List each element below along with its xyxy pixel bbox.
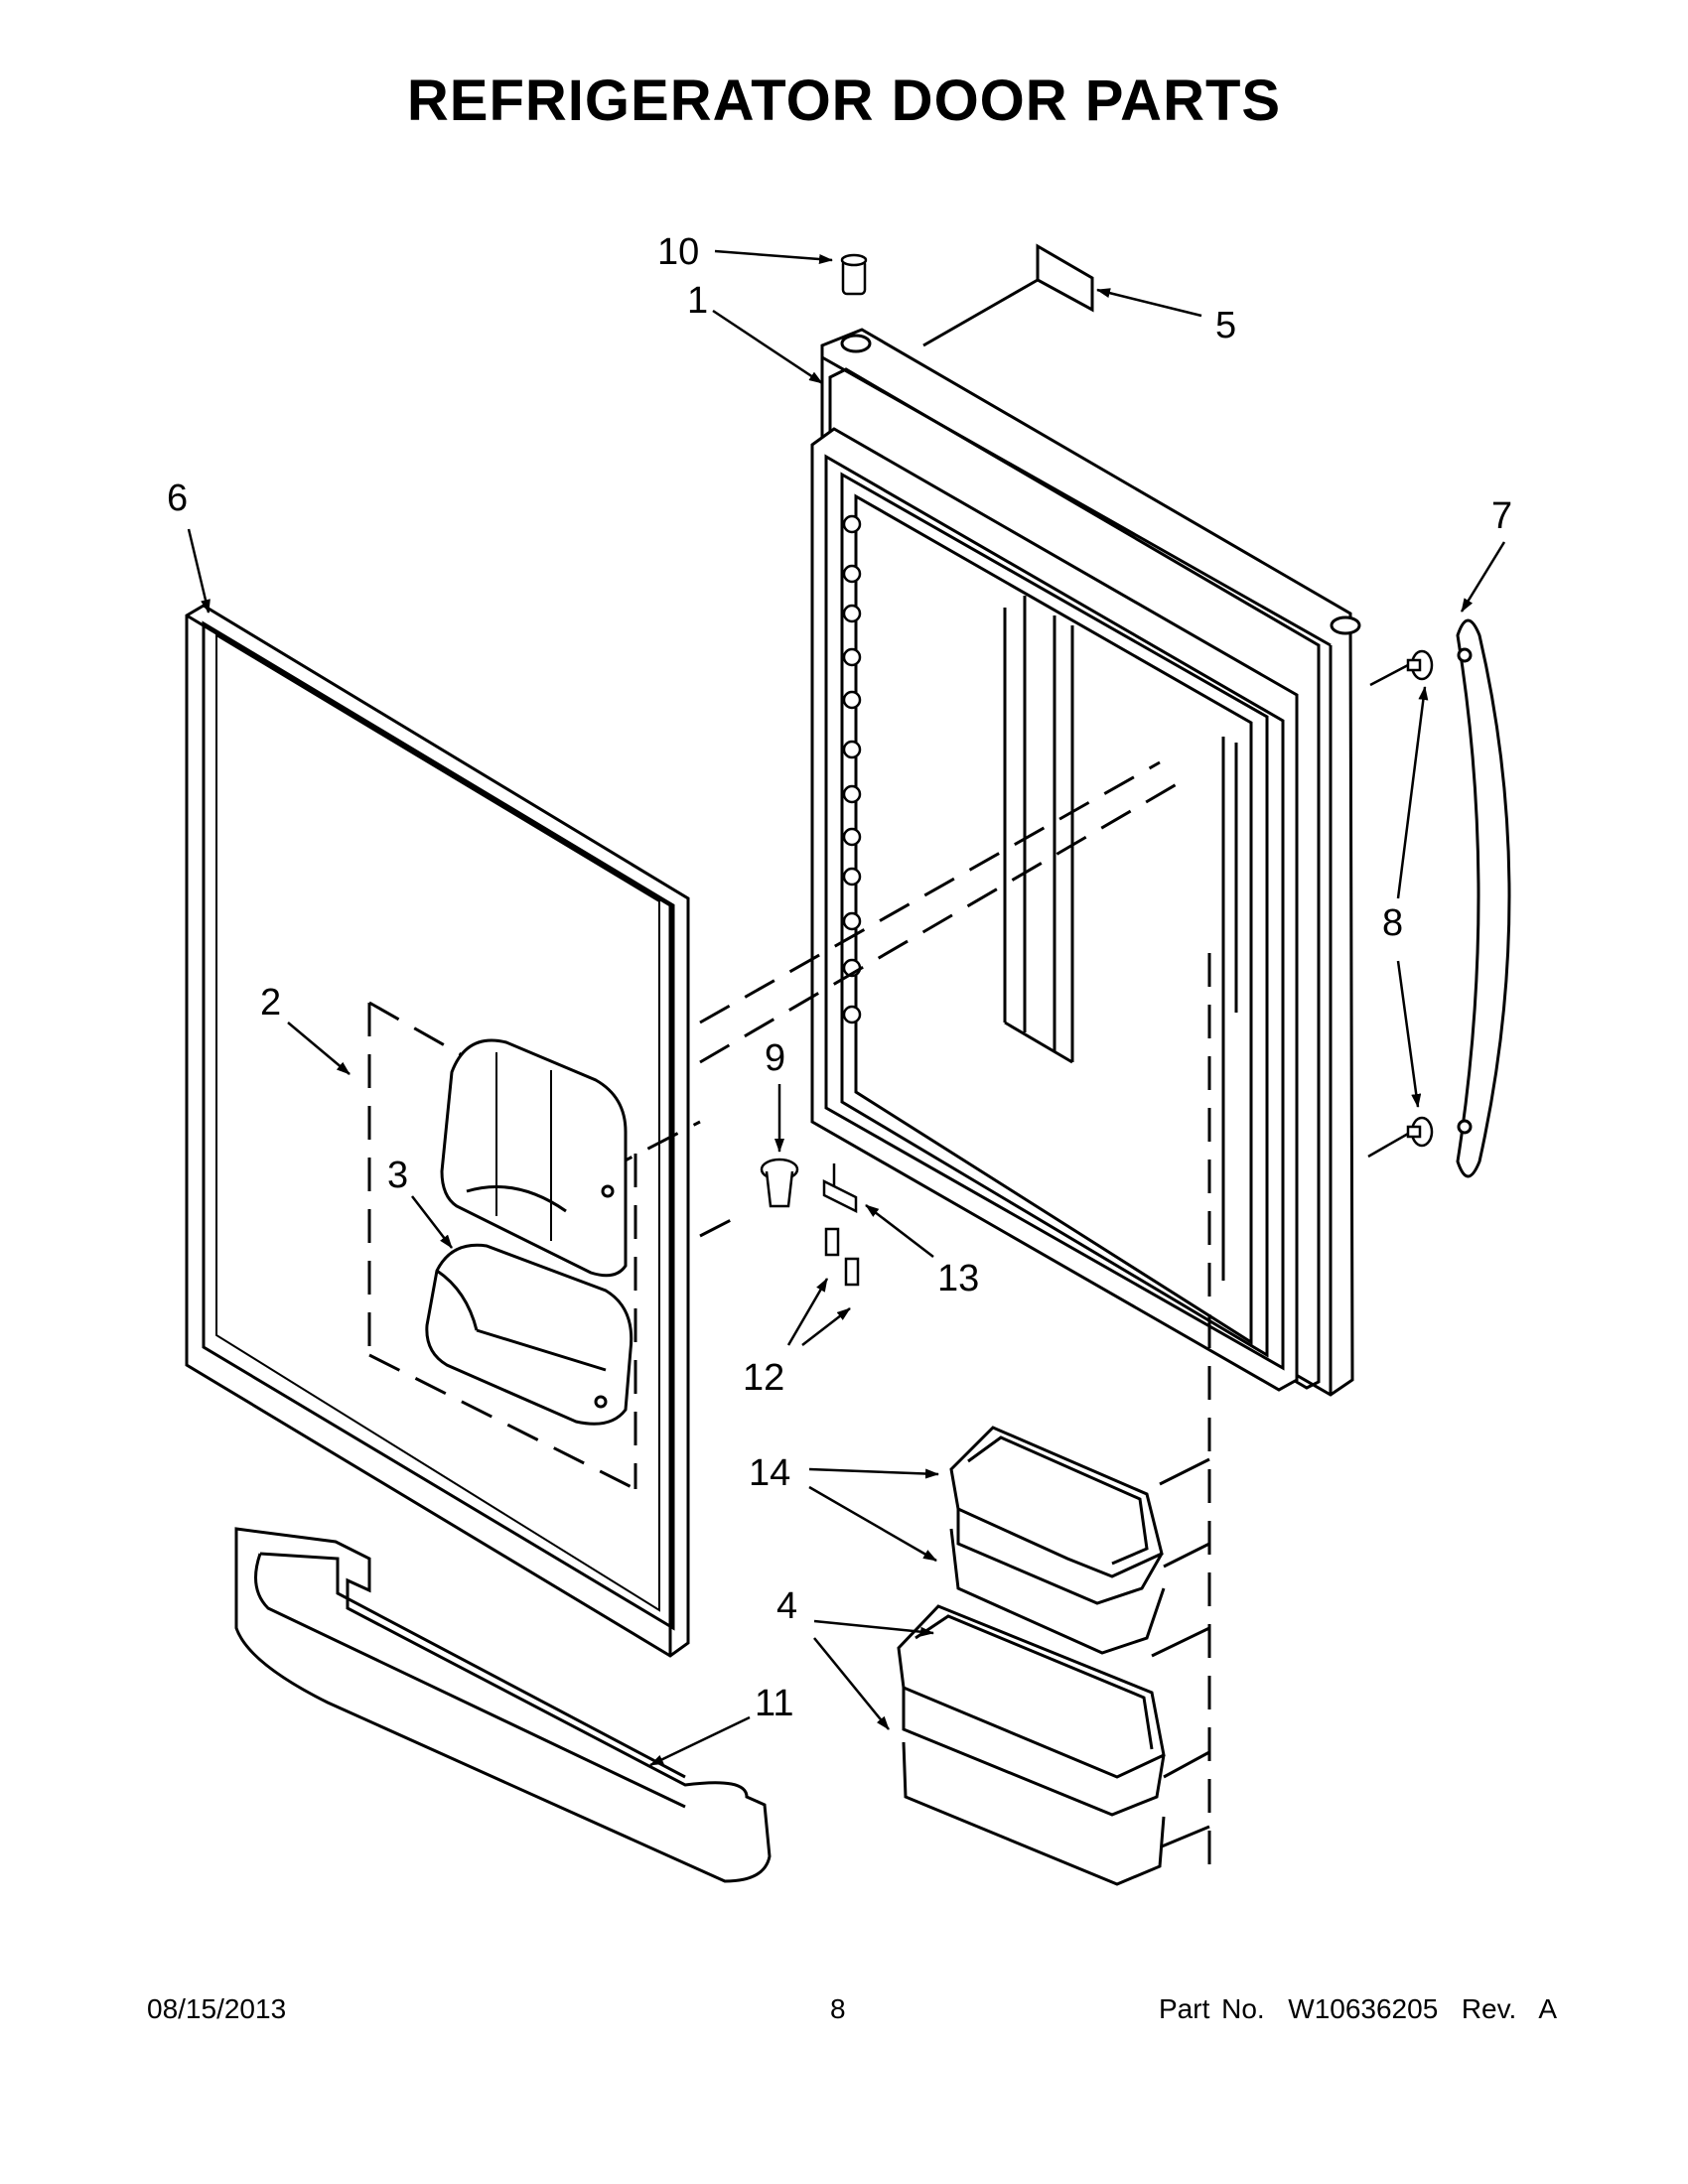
callout-6: 6 [167, 478, 188, 519]
handle-studs [1367, 649, 1434, 1159]
label-plate [922, 243, 1094, 347]
callout-3: 3 [387, 1155, 408, 1196]
footer-part-number: Part No. W10636205 Rev. A [1159, 1993, 1558, 2024]
callout-11: 11 [755, 1683, 793, 1724]
outer-door-frame [810, 328, 1361, 1397]
callout-10: 10 [657, 231, 699, 273]
hinge-bushing [840, 253, 868, 296]
callout-labels: 10 1 5 6 7 8 2 9 3 13 12 14 4 11 [167, 231, 1512, 1724]
footer-date: 08/15/2013 [147, 1993, 287, 2024]
callout-2: 2 [260, 982, 281, 1024]
callout-14: 14 [749, 1452, 790, 1494]
plug-part [760, 1158, 799, 1208]
door-bin-large [234, 1527, 772, 1883]
callout-12: 12 [743, 1357, 784, 1399]
callout-8: 8 [1382, 902, 1403, 944]
footer-page-number: 8 [830, 1993, 846, 2024]
bin-rail-lines [1151, 1457, 1210, 1848]
callout-arrows [187, 249, 1506, 1767]
callout-1: 1 [687, 280, 708, 322]
ice-bin [425, 1243, 633, 1426]
callout-4: 4 [776, 1585, 797, 1627]
bin-cover [440, 1038, 628, 1278]
door-bins-stack [897, 1426, 1166, 1886]
callout-13: 13 [937, 1258, 979, 1299]
door-handle [1456, 618, 1511, 1178]
callout-7: 7 [1491, 495, 1512, 537]
page-title: REFRIGERATOR DOOR PARTS [406, 68, 1282, 133]
bracket-and-screws [822, 1163, 860, 1287]
callout-9: 9 [765, 1037, 785, 1079]
callout-5: 5 [1215, 305, 1236, 346]
